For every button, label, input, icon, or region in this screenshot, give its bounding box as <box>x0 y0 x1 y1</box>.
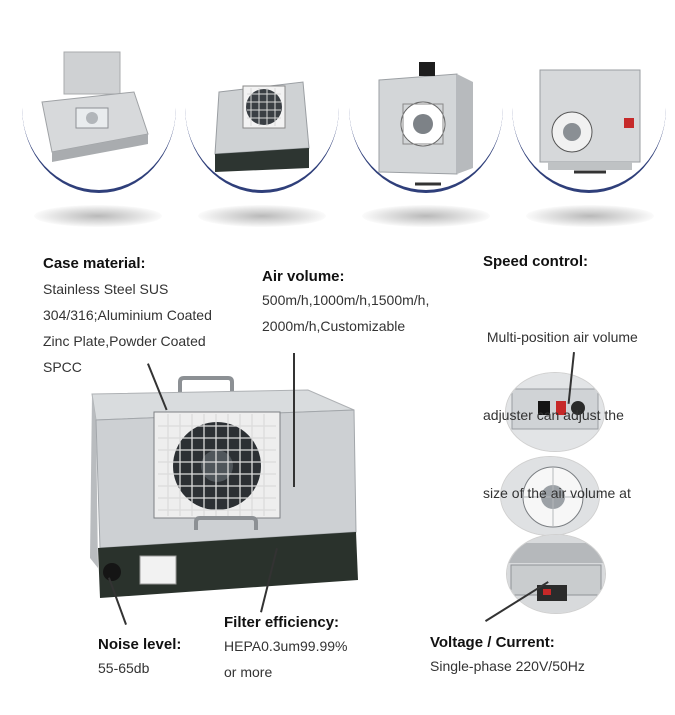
main-product-image <box>82 372 372 602</box>
speed-control-title: Speed control: <box>483 253 589 270</box>
case-material-line: SPCC <box>43 359 82 375</box>
speed-control-line: size of the air volume at <box>483 485 631 501</box>
noise-level-block: Noise level: 55-65db <box>98 636 218 681</box>
air-volume-line: 500m/h,1000m/h,1500m/h, <box>262 292 430 308</box>
voltage-current-title: Voltage / Current: <box>430 634 555 651</box>
speed-control-line: adjuster can adjust the <box>483 407 624 423</box>
product-thumb-4 <box>512 22 666 193</box>
noise-level-title: Noise level: <box>98 636 182 653</box>
case-material-line: Zinc Plate,Powder Coated <box>43 333 206 349</box>
thumb-shadow-3 <box>362 205 490 227</box>
case-material-line: Stainless Steel SUS <box>43 281 169 297</box>
detail-voltage-connector <box>506 534 606 614</box>
speed-control-line: Multi-position air volume <box>483 329 638 345</box>
air-volume-line: 2000m/h,Customizable <box>262 318 406 334</box>
case-material-text: Stainless Steel SUS 304/316;Aluminium Co… <box>43 276 243 380</box>
filter-efficiency-line: HEPA0.3um99.99% <box>224 638 348 654</box>
voltage-current-block: Voltage / Current: Single-phase 220V/50H… <box>430 634 660 679</box>
air-volume-pointer <box>293 353 295 487</box>
thumb-shadow-4 <box>526 205 654 227</box>
case-material-title: Case material: <box>43 255 146 272</box>
thumb-shadow-1 <box>34 205 162 227</box>
speed-control-block: Speed control: Multi-position air volume… <box>483 253 673 558</box>
filter-efficiency-block: Filter efficiency: HEPA0.3um99.99% or mo… <box>224 614 404 685</box>
detail-speed-panel <box>505 372 605 452</box>
product-thumb-1 <box>22 22 176 193</box>
noise-level-value: 55-65db <box>98 660 150 676</box>
product-thumb-3 <box>349 22 503 193</box>
filter-efficiency-line: or more <box>224 664 273 680</box>
air-volume-block: Air volume: 500m/h,1000m/h,1500m/h, 2000… <box>262 268 462 339</box>
case-material-line: 304/316;Aluminium Coated <box>43 307 212 323</box>
air-volume-title: Air volume: <box>262 268 345 285</box>
filter-efficiency-title: Filter efficiency: <box>224 614 340 631</box>
thumb-shadow-2 <box>198 205 326 227</box>
detail-fan <box>500 456 600 536</box>
speed-control-text: Multi-position air volume adjuster can a… <box>483 272 673 558</box>
air-volume-text: 500m/h,1000m/h,1500m/h, 2000m/h,Customiz… <box>262 287 462 339</box>
product-thumb-2 <box>185 22 339 193</box>
filter-efficiency-text: HEPA0.3um99.99% or more <box>224 633 404 685</box>
case-material-block: Case material: Stainless Steel SUS 304/3… <box>43 255 243 380</box>
voltage-current-value: Single-phase 220V/50Hz <box>430 658 585 674</box>
